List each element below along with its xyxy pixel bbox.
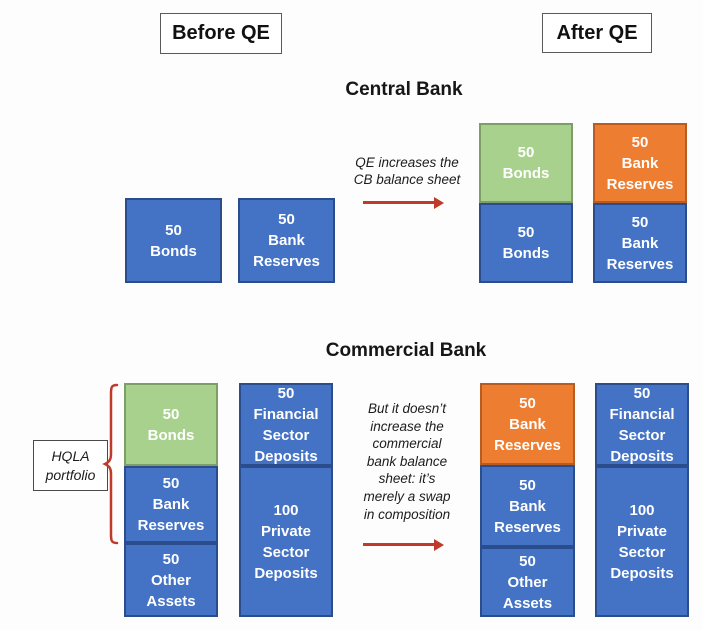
box-label: Financial Sector Deposits [609, 405, 675, 465]
box-label: Bank Reserves [137, 496, 205, 534]
box-label: Financial Sector Deposits [253, 405, 319, 465]
before-qe-header-label: Before QE [172, 22, 270, 44]
box-value: 50 [278, 211, 295, 228]
central-bank-title: Central Bank [345, 79, 463, 100]
box-value: 50 [277, 384, 295, 402]
box-value: 50 [631, 133, 649, 151]
box-label: Other Assets [146, 571, 196, 610]
cb-after-bonds-old-box: 50 Bonds [479, 203, 573, 283]
box-label: Bank Reserves [494, 415, 561, 454]
commercial-annotation: But it doesn’t increase the commercial b… [363, 401, 451, 522]
box-value: 50 [162, 475, 180, 492]
cm-after-private-deposits-box: 100 Private Sector Deposits [595, 466, 689, 617]
box-value: 50 [519, 394, 536, 412]
cm-after-financial-deposits-box: 50 Financial Sector Deposits [595, 383, 689, 466]
box-label: Bank Reserves [494, 497, 561, 536]
cb-after-reserves-old-box: 50 Bank Reserves [593, 203, 687, 283]
central-annotation: QE increases the CB balance sheet [353, 155, 461, 187]
cm-before-bonds-box: 50 Bonds [124, 383, 218, 466]
box-value: 50 [519, 476, 536, 494]
cm-before-financial-deposits-box: 50 Financial Sector Deposits [239, 383, 333, 466]
cm-after-reserves-new-box: 50 Bank Reserves [480, 383, 575, 465]
box-label: Bank Reserves [606, 154, 674, 193]
commercial-bank-title: Commercial Bank [325, 340, 487, 361]
box-label: Bonds [502, 165, 550, 182]
box-value: 50 [519, 552, 536, 570]
hqla-brace-icon [102, 383, 119, 545]
box-label: Bank Reserves [253, 232, 320, 270]
cb-after-bonds-new-box: 50 Bonds [479, 123, 573, 203]
box-label: Other Assets [502, 573, 553, 612]
after-qe-header: After QE [542, 13, 652, 53]
cm-after-other-assets-box: 50 Other Assets [480, 547, 575, 617]
box-value: 100 [273, 501, 299, 519]
before-qe-header: Before QE [160, 13, 282, 54]
box-value: 100 [629, 501, 655, 519]
box-label: Bonds [150, 242, 197, 260]
box-label: Bonds [502, 245, 550, 262]
cb-after-reserves-new-box: 50 Bank Reserves [593, 123, 687, 203]
box-value: 50 [631, 213, 649, 231]
cm-before-private-deposits-box: 100 Private Sector Deposits [239, 466, 333, 617]
hqla-portfolio-label: HQLA portfolio [33, 440, 108, 491]
box-value: 50 [162, 405, 180, 423]
central-right-arrow-icon [363, 197, 444, 208]
box-label: Bank Reserves [606, 234, 674, 273]
cm-after-reserves-old-box: 50 Bank Reserves [480, 465, 575, 547]
box-value: 50 [165, 221, 182, 239]
box-value: 50 [162, 550, 180, 568]
commercial-right-arrow-icon [363, 539, 444, 550]
cb-before-reserves-box: 50 Bank Reserves [238, 198, 335, 283]
box-label: Private Sector Deposits [610, 522, 674, 582]
box-label: Private Sector Deposits [254, 522, 318, 582]
cm-before-reserves-box: 50 Bank Reserves [124, 466, 218, 543]
after-qe-header-label: After QE [556, 21, 638, 44]
box-value: 50 [517, 224, 535, 241]
box-value: 50 [633, 384, 651, 402]
cb-before-bonds-box: 50 Bonds [125, 198, 222, 283]
box-label: Bonds [147, 426, 195, 444]
box-value: 50 [517, 144, 535, 161]
cm-before-other-assets-box: 50 Other Assets [124, 543, 218, 617]
